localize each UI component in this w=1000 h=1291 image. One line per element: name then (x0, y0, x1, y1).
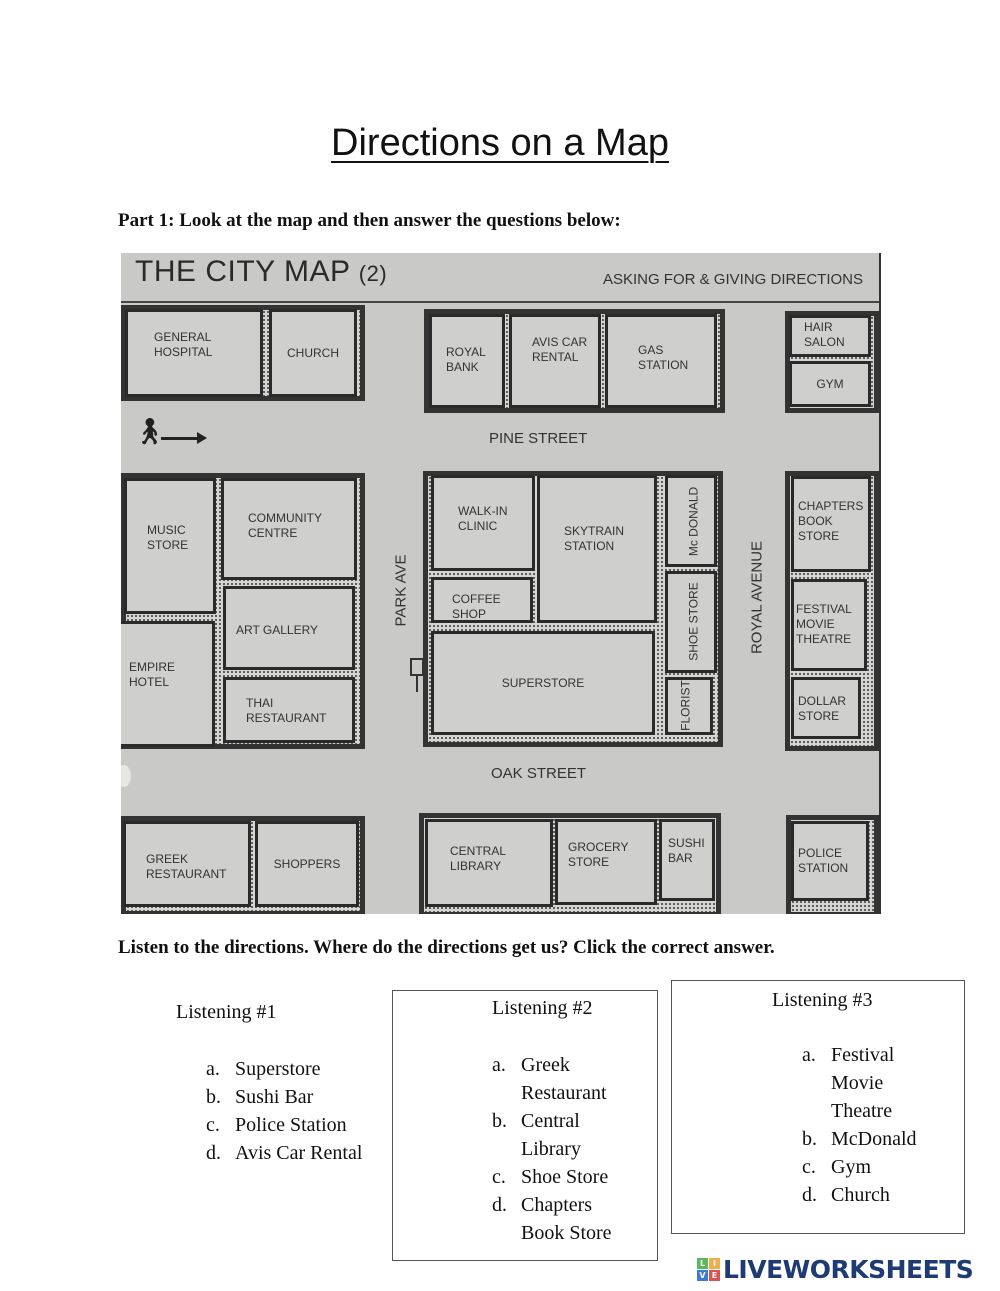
building-superstore[interactable]: SUPERSTORE (431, 631, 655, 735)
option[interactable]: b.Sushi Bar (206, 1086, 314, 1108)
building-empire-hotel[interactable]: EMPIRE HOTEL (121, 621, 215, 747)
listening-3-title: Listening #3 (772, 989, 873, 1011)
building-coffee-shop[interactable]: COFFEE SHOP (431, 577, 533, 623)
street-park-ave: PARK AVE (392, 554, 410, 627)
building-avis-car-rental[interactable]: AVIS CAR RENTAL (509, 314, 601, 408)
option[interactable]: c.Police Station (206, 1114, 347, 1136)
option[interactable]: c.Shoe Store (492, 1166, 609, 1188)
building-chapters-book-store[interactable]: CHAPTERS BOOK STORE (791, 476, 871, 572)
street-oak: OAK STREET (491, 765, 587, 782)
building-general-hospital[interactable]: GENERAL HOSPITAL (125, 309, 263, 397)
listening-1-title: Listening #1 (176, 1001, 277, 1023)
map-subtitle: ASKING FOR & GIVING DIRECTIONS (602, 271, 863, 288)
listen-instruction: Listen to the directions. Where do the d… (118, 937, 775, 958)
map-title: THE CITY MAP (2) (135, 255, 388, 288)
building-police-station[interactable]: POLICE STATION (791, 821, 869, 901)
building-music-store[interactable]: MUSIC STORE (124, 478, 216, 614)
map-divider (121, 301, 879, 303)
listening-2: Listening #2 a.Greek Restaurant b.Centra… (392, 990, 658, 1261)
listening-1: Listening #1 a.Superstore b.Sushi Bar c.… (118, 995, 388, 1235)
live-squares-icon: L I V E (697, 1258, 720, 1281)
city-map: THE CITY MAP (2) ASKING FOR & GIVING DIR… (121, 253, 881, 914)
street-pine: PINE STREET (489, 430, 588, 447)
listening-2-title: Listening #2 (492, 997, 593, 1019)
option[interactable]: d.Church (802, 1184, 890, 1206)
option[interactable]: d.Chapters Book Store (492, 1194, 612, 1244)
option[interactable]: b.Central Library (492, 1110, 581, 1160)
building-gym[interactable]: GYM (789, 361, 871, 407)
option[interactable]: c.Gym (802, 1156, 871, 1178)
listening-3: Listening #3 a.Festival Movie Theatre b.… (671, 980, 965, 1234)
option[interactable]: d.Avis Car Rental (206, 1142, 363, 1164)
sign-pole (416, 674, 418, 692)
building-gas-station[interactable]: GAS STATION (605, 314, 717, 408)
building-dollar-store[interactable]: DOLLAR STORE (791, 677, 861, 739)
page-title: Directions on a Map (331, 122, 669, 164)
building-church[interactable]: CHURCH (269, 309, 357, 397)
building-royal-bank[interactable]: ROYAL BANK (429, 314, 505, 408)
building-sushi-bar[interactable]: SUSHI BAR (659, 819, 715, 901)
building-skytrain-station[interactable]: SKYTRAIN STATION (537, 475, 657, 623)
listening-2-options: a.Greek Restaurant b.Central Library c.S… (492, 1051, 632, 1247)
building-shoppers[interactable]: SHOPPERS (255, 821, 359, 907)
option[interactable]: a.Superstore (206, 1058, 321, 1080)
punch-hole (121, 765, 131, 787)
listening-3-options: a.Festival Movie Theatre b.McDonald c.Gy… (802, 1041, 942, 1209)
option[interactable]: b.McDonald (802, 1128, 917, 1150)
street-royal-avenue: ROYAL AVENUE (748, 540, 766, 655)
building-florist[interactable]: FLORIST (665, 677, 713, 735)
building-greek-restaurant[interactable]: GREEK RESTAURANT (123, 821, 251, 907)
part1-instruction: Part 1: Look at the map and then answer … (118, 210, 621, 231)
liveworksheets-logo: L I V E LIVEWORKSHEETS (697, 1255, 974, 1284)
building-walk-in-clinic[interactable]: WALK-IN CLINIC (431, 475, 535, 571)
option[interactable]: a.Festival Movie Theatre (802, 1044, 895, 1122)
right-arrow-icon (161, 432, 207, 444)
building-shoe-store[interactable]: SHOE STORE (665, 571, 717, 673)
building-central-library[interactable]: CENTRAL LIBRARY (425, 819, 553, 907)
building-art-gallery[interactable]: ART GALLERY (223, 586, 355, 670)
walking-person-icon: 🚶︎ (133, 416, 167, 446)
option[interactable]: a.Greek Restaurant (492, 1054, 607, 1104)
building-thai-restaurant[interactable]: THAI RESTAURANT (223, 677, 355, 743)
building-hair-salon[interactable]: HAIR SALON (789, 315, 871, 357)
logo-wordmark: LIVEWORKSHEETS (723, 1255, 974, 1284)
listening-1-options: a.Superstore b.Sushi Bar c.Police Statio… (206, 1055, 386, 1167)
building-grocery-store[interactable]: GROCERY STORE (555, 819, 657, 905)
building-mcdonald[interactable]: Mc DONALD (665, 475, 717, 567)
building-community-centre[interactable]: COMMUNITY CENTRE (221, 478, 357, 580)
building-festival-movie-theatre[interactable]: FESTIVAL MOVIE THEATRE (791, 579, 867, 671)
